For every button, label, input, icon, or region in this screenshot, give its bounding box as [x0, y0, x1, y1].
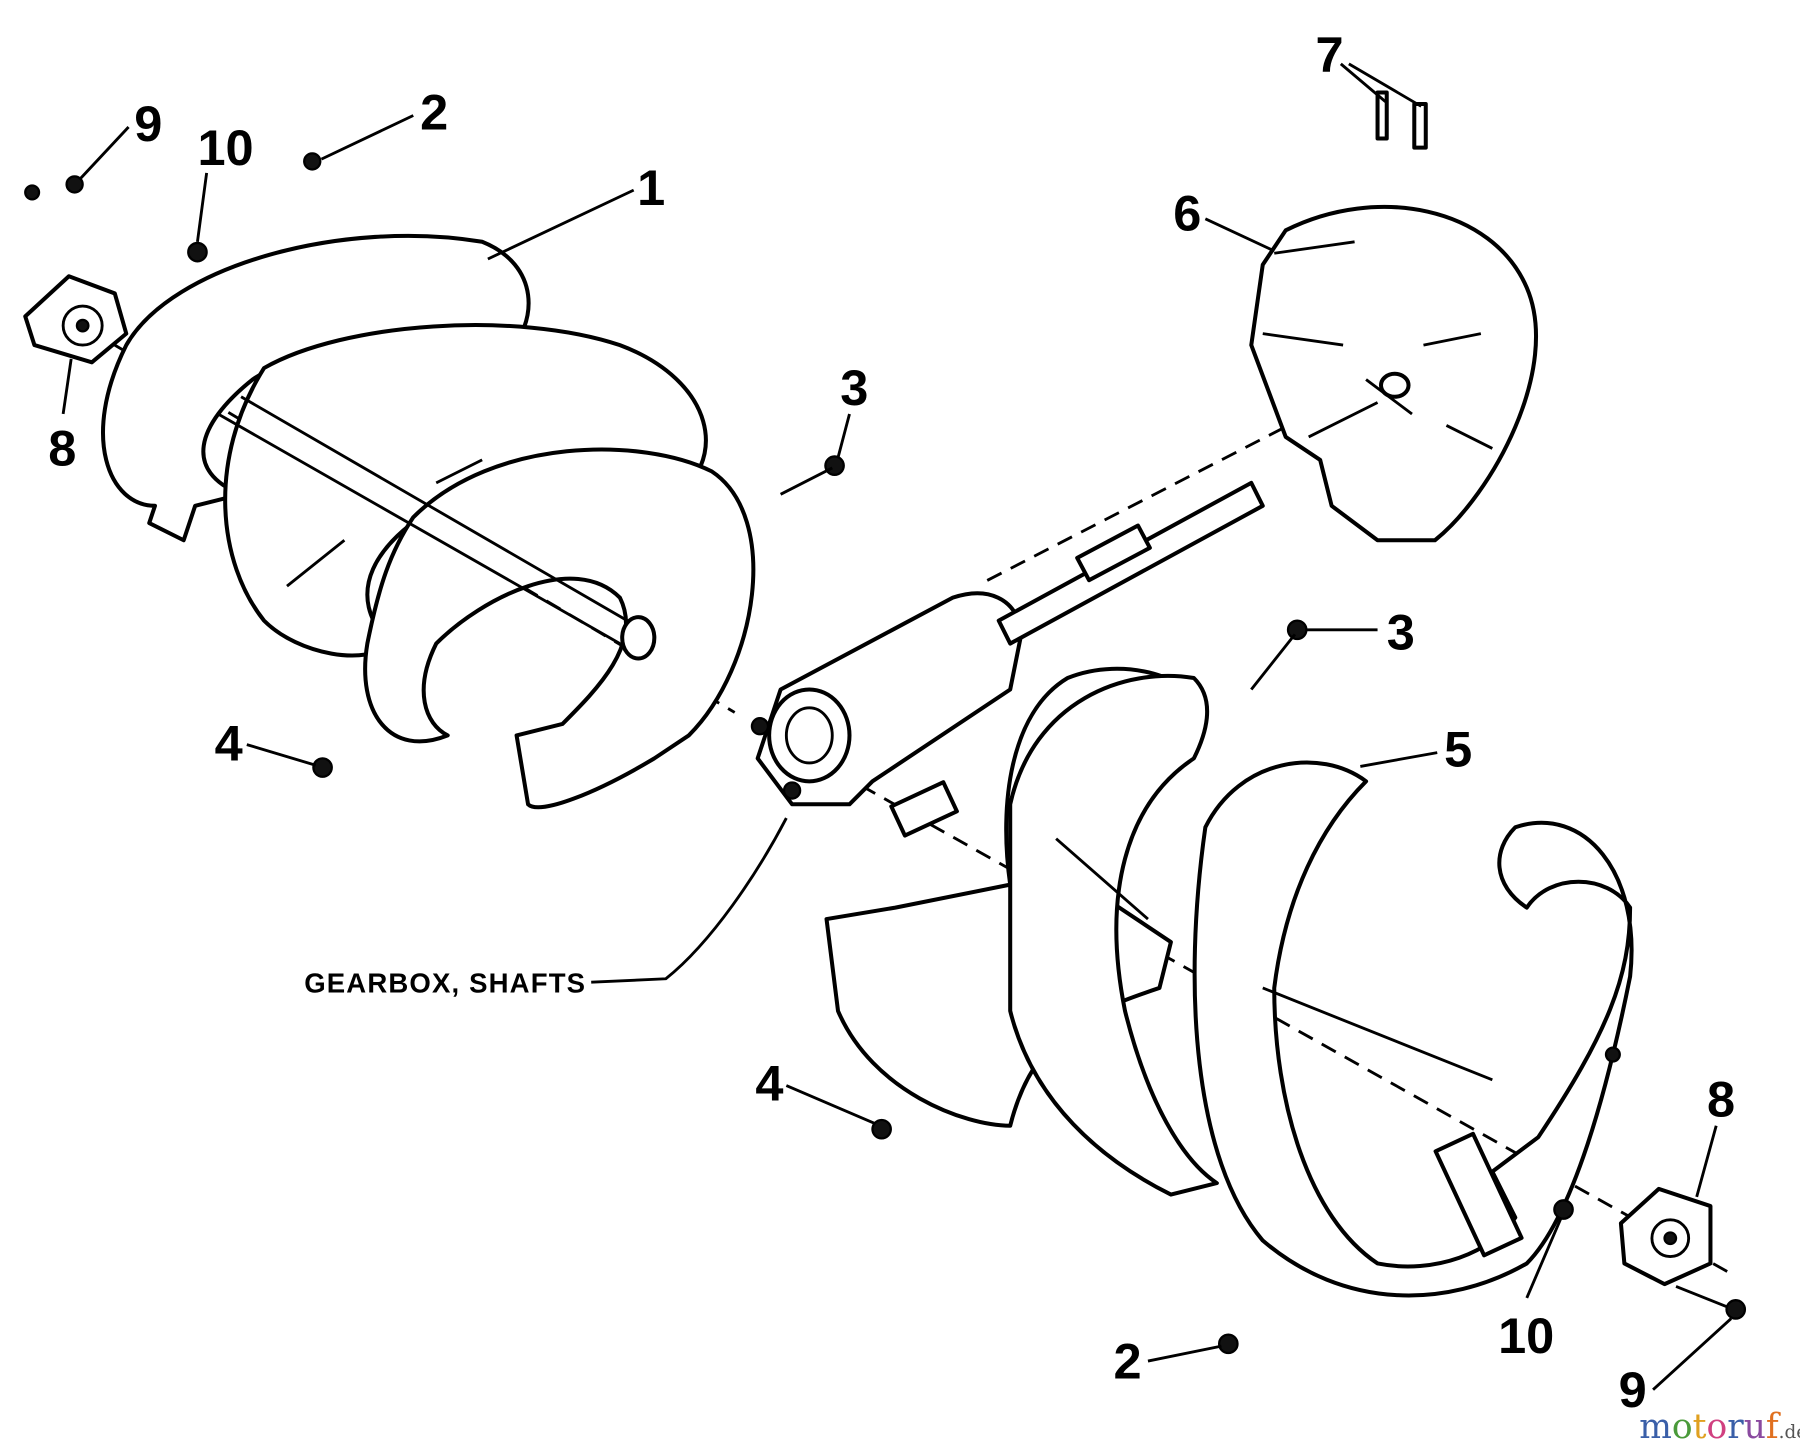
callout-1: 1	[637, 159, 665, 216]
callout-numbers: 9 10 2 1 8 3 4 7 6 3 5 4 8 2 10 9	[48, 26, 1735, 1418]
right-auger-assembly	[824, 666, 1634, 1298]
left-auger-assembly	[101, 233, 756, 810]
callout-7: 7	[1316, 26, 1344, 83]
left-bearing-housing	[23, 274, 129, 365]
callout-3-upper: 3	[840, 359, 868, 416]
callout-8-right: 8	[1707, 1071, 1735, 1128]
callout-5: 5	[1444, 720, 1472, 777]
motoruf-watermark: motoruf.de	[1639, 1407, 1800, 1447]
callout-4-left: 4	[215, 715, 243, 772]
gearbox-shafts-label: GEARBOX, SHAFTS	[304, 968, 586, 999]
callout-10-left: 10	[197, 119, 253, 176]
callout-8-left: 8	[48, 420, 76, 477]
callout-6: 6	[1173, 184, 1201, 241]
callout-2-bottom: 2	[1114, 1332, 1142, 1389]
callout-3-lower: 3	[1387, 603, 1415, 660]
callout-2-top: 2	[420, 83, 448, 140]
callout-10-right: 10	[1498, 1307, 1554, 1364]
gearbox	[750, 480, 1265, 838]
callout-9-left: 9	[134, 95, 162, 152]
hardware	[24, 152, 1747, 1355]
right-bearing-housing	[1618, 1186, 1713, 1287]
callout-4-lower: 4	[755, 1054, 783, 1111]
impeller	[1249, 90, 1538, 543]
callout-9-right: 9	[1619, 1361, 1647, 1418]
leader-lines	[61, 62, 1733, 1391]
